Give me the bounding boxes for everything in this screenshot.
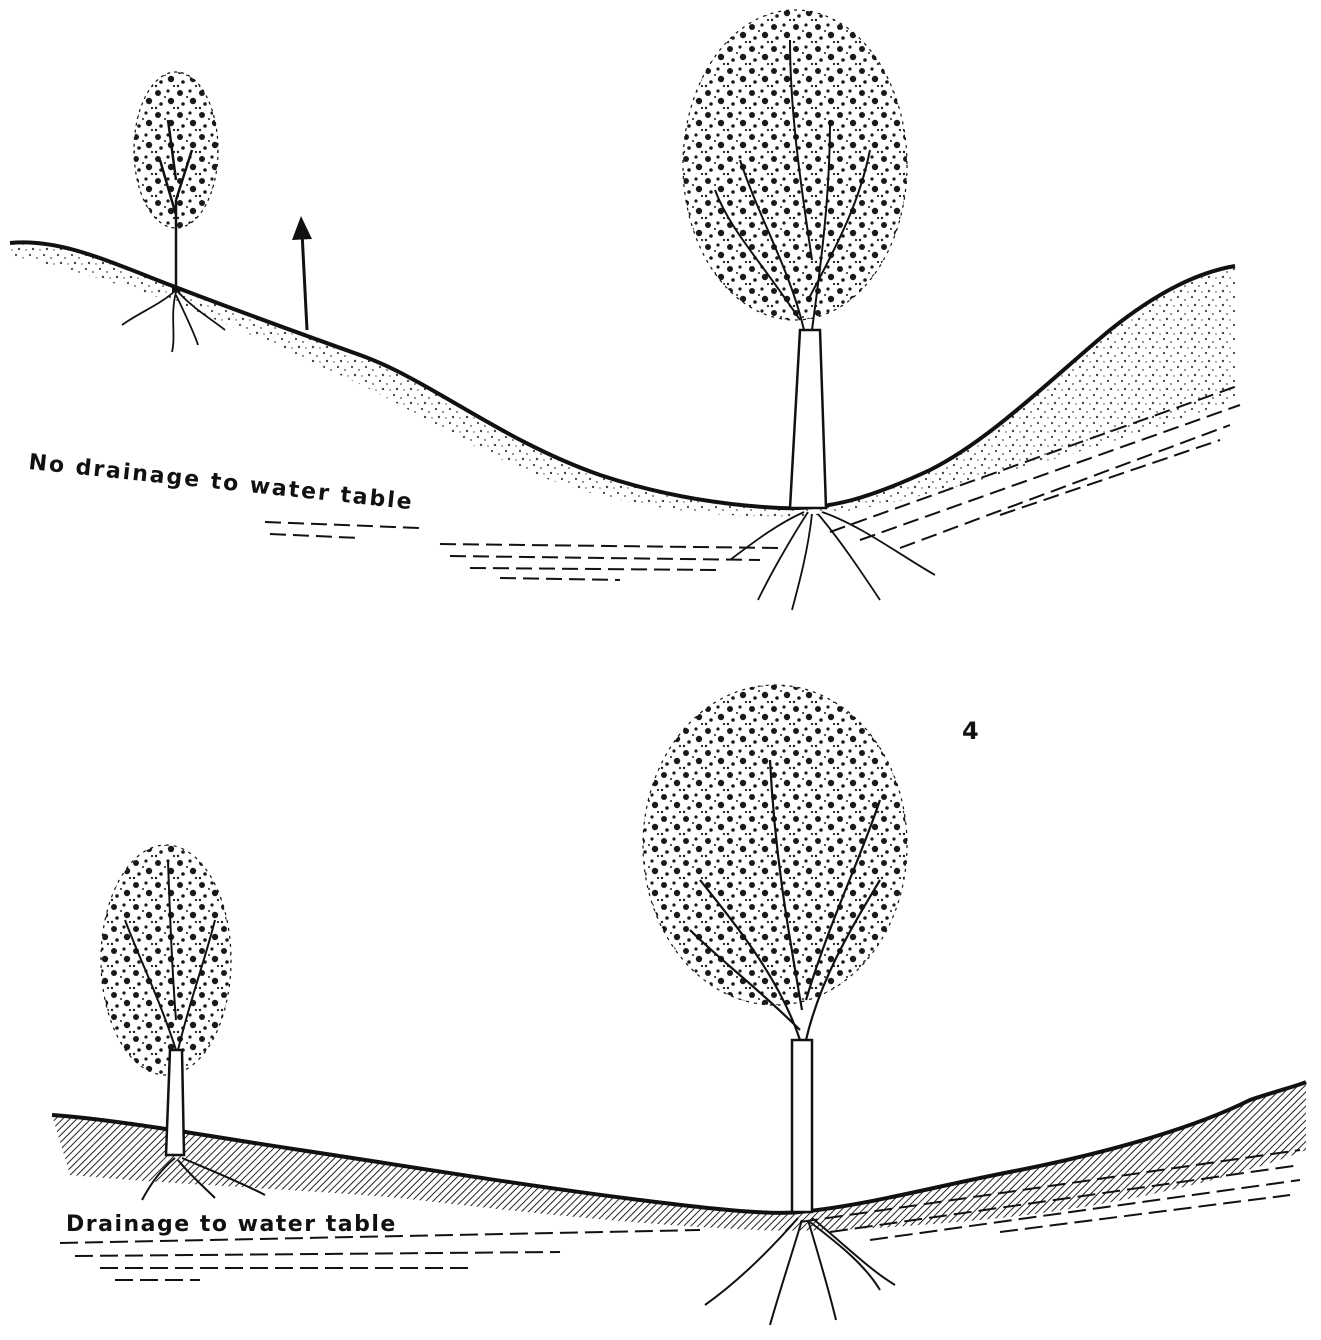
top-large-tree <box>683 10 935 610</box>
bottom-large-tree-roots <box>705 1218 895 1325</box>
top-panel <box>10 10 1240 610</box>
up-arrow-icon <box>292 216 312 330</box>
bottom-soil <box>52 1082 1306 1231</box>
top-large-tree-roots <box>730 512 935 610</box>
figure-number: 4 <box>962 717 979 745</box>
bottom-panel-label: Drainage to water table <box>66 1212 397 1237</box>
